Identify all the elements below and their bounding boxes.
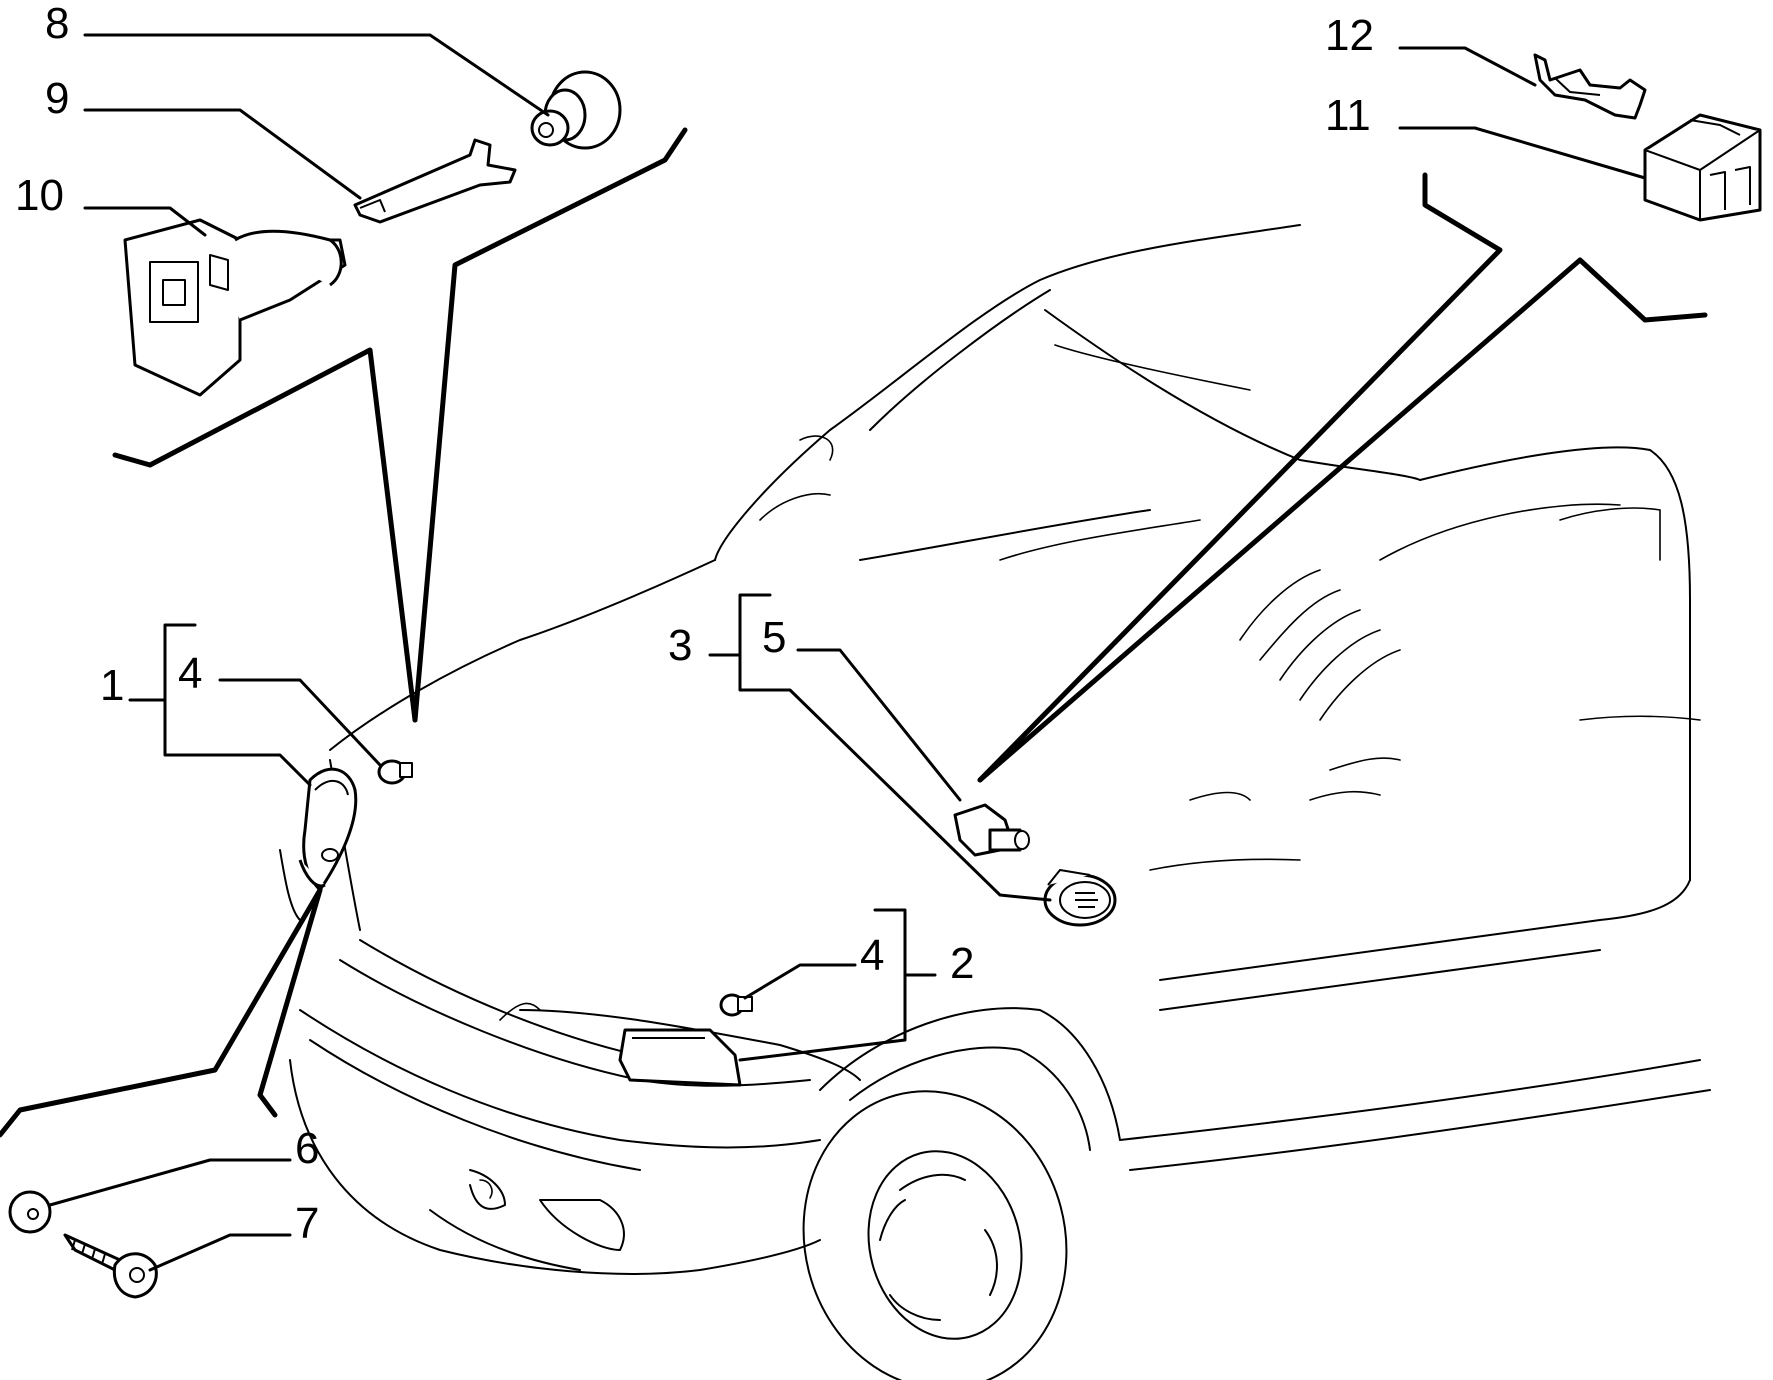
callout-5: 5 <box>762 613 786 662</box>
car-body-outline <box>279 224 1711 1380</box>
callout-3: 3 <box>668 621 692 670</box>
side-repeater-part-3 <box>1043 869 1117 927</box>
callout-4-upper: 4 <box>178 649 202 698</box>
bulb-part-4-upper <box>377 759 413 785</box>
callout-10: 10 <box>15 171 64 220</box>
callout-4-lower: 4 <box>860 931 884 980</box>
callout-7: 7 <box>295 1199 319 1248</box>
bulb-part-4-lower <box>719 993 753 1017</box>
leader-lines <box>48 33 1647 1272</box>
side-indicator-part-1 <box>298 767 358 892</box>
connector-block-part-11 <box>1643 113 1762 222</box>
callout-1: 1 <box>100 661 124 710</box>
connector-part-10 <box>123 218 347 397</box>
callout-11: 11 <box>1325 91 1371 140</box>
callout-2: 2 <box>950 939 974 988</box>
callout-8: 8 <box>45 0 69 48</box>
terminal-part-12 <box>1533 53 1647 120</box>
nut-part-6 <box>8 1190 52 1234</box>
terminal-part-9 <box>353 138 517 224</box>
callout-12: 12 <box>1325 11 1374 60</box>
callout-6: 6 <box>295 1124 319 1173</box>
wiring-harness <box>0 127 1708 1138</box>
grommet-part-8 <box>530 70 622 150</box>
screw-part-7 <box>63 1233 158 1299</box>
callout-9: 9 <box>45 74 69 123</box>
bulb-holder-part-5 <box>953 803 1030 857</box>
front-indicator-part-2 <box>618 1028 742 1087</box>
callout-labels: 8 9 10 12 11 1 4 3 5 4 2 6 7 <box>15 0 1374 1248</box>
